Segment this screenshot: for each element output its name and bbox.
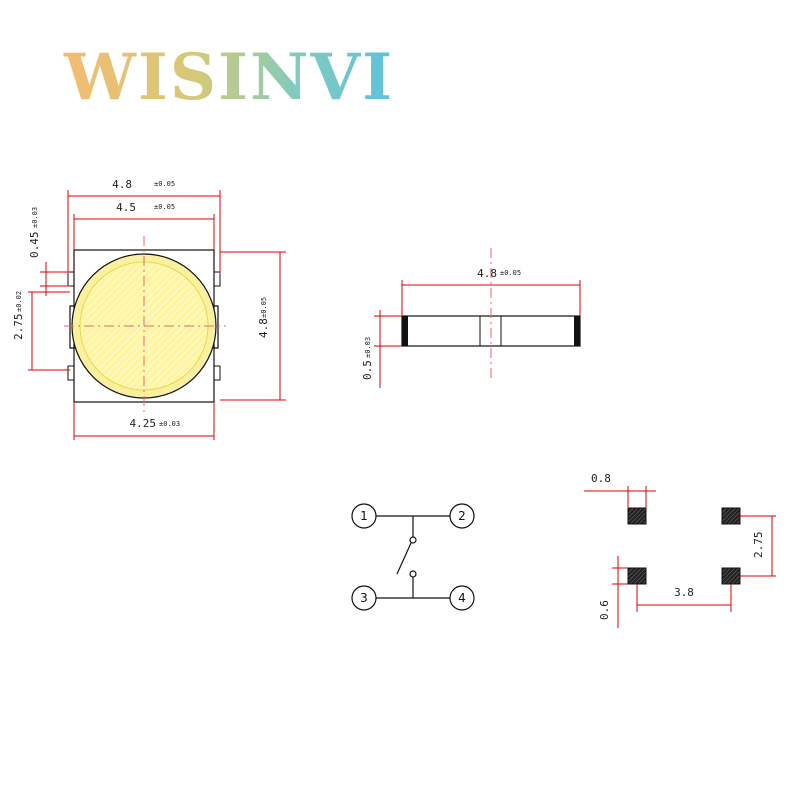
side-view-end-left	[402, 316, 408, 346]
dim-length-tol: ±0.05	[500, 269, 521, 277]
dim-tab-spacing-value: 2.75	[12, 314, 25, 341]
dim-overall-height-value: 4.8	[257, 318, 270, 338]
dim-overall-width-value: 4.8	[112, 178, 132, 191]
right-tab-lower	[213, 365, 221, 381]
right-tab-upper	[213, 271, 221, 287]
dim-inner-width-tol: ±0.05	[154, 203, 175, 211]
dim-tab-height-tol: ±0.03	[31, 207, 39, 228]
dim-tab-spacing-tol: ±0.02	[15, 291, 23, 312]
pin-1-label: 1	[360, 509, 368, 523]
left-tab-lower	[67, 365, 75, 381]
contact-bottom	[409, 570, 417, 578]
switch-schematic: 1 2 3 4	[351, 503, 475, 611]
right-bracket	[210, 305, 219, 349]
dim-thickness-tol: ±0.03	[364, 337, 372, 358]
dim-body-width-tol: ±0.03	[159, 420, 180, 428]
dim-pitch-y-value: 2.75	[752, 532, 765, 559]
pad-bottom-left	[627, 567, 647, 585]
side-view-end-right	[574, 316, 580, 346]
left-bracket	[69, 305, 78, 349]
pin-4-label: 4	[458, 591, 466, 605]
dim-pad-width-value: 0.8	[591, 472, 611, 485]
dim-inner-width-value: 4.5	[116, 201, 136, 214]
pin-2-label: 2	[458, 509, 466, 523]
top-view: 4.8 ±0.05 4.5 ±0.05 0.45 ±0.03 2.75 ±0.0…	[12, 178, 286, 440]
dim-body-width-value: 4.25	[130, 417, 157, 430]
dim-overall-width-tol: ±0.05	[154, 180, 175, 188]
side-view: 4.8 ±0.05 0.5 ±0.03	[361, 248, 581, 388]
switch-lever	[396, 542, 412, 575]
dim-overall-height-tol: ±0.05	[260, 297, 268, 318]
pad-top-right	[721, 507, 741, 525]
pad-bottom-right	[721, 567, 741, 585]
dim-length-value: 4.8	[477, 267, 497, 280]
brand-logo: WISINVI	[63, 40, 394, 115]
pin-3-label: 3	[360, 591, 368, 605]
dim-tab-height-value: 0.45	[28, 232, 41, 259]
contact-top	[409, 536, 417, 544]
dim-pad-height-value: 0.6	[598, 600, 611, 620]
pad-top-left	[627, 507, 647, 525]
dim-thickness-value: 0.5	[361, 360, 374, 380]
pcb-footprint: 0.8 2.75 3.8 0.6	[584, 472, 776, 628]
dim-pitch-x-value: 3.8	[674, 586, 694, 599]
left-tab-upper	[67, 271, 75, 287]
